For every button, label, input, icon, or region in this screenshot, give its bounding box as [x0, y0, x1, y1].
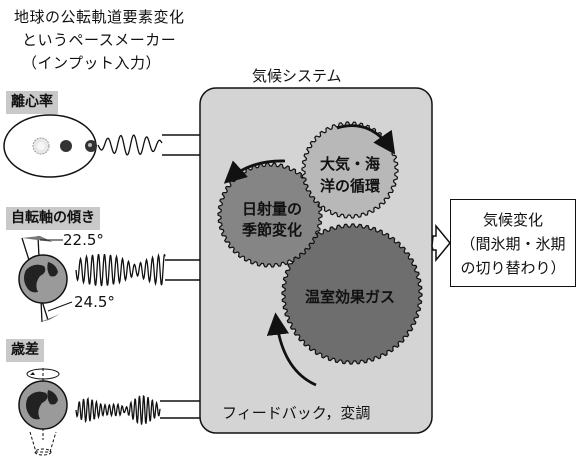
input-connector-obliquity	[165, 259, 200, 281]
rotation-arrow-circulation	[336, 124, 396, 155]
output-line-2: （間氷期・氷期	[460, 235, 566, 253]
gear-circulation-label-1: 大気・海	[319, 155, 380, 173]
precession-wave	[75, 394, 161, 425]
header-line-3: （インプット入力）	[22, 54, 162, 72]
output-box: 気候変化 （間氷期・氷期 の切り替わり）	[450, 199, 576, 287]
climate-system-title: 気候システム	[252, 67, 342, 85]
input-connector-precession	[160, 400, 200, 419]
rotation-arrow-insolation	[223, 159, 286, 184]
header-line-2: というペースメーカー	[22, 31, 177, 49]
precession-globe	[18, 368, 68, 456]
gear-greenhouse-label: 温室効果ガス	[304, 288, 395, 306]
output-line-1: 気候変化	[482, 211, 543, 229]
obliquity-angle-top: 22.5°	[63, 231, 104, 249]
input-tag-obliquity: 自転軸の傾き	[6, 207, 100, 230]
output-arrow	[431, 223, 451, 263]
rotation-arrow-greenhouse	[266, 312, 317, 387]
output-line-3: の切り替わり）	[460, 259, 566, 277]
header-line-1: 地球の公転軌道要素変化	[14, 8, 185, 26]
gear-insolation-label-1: 日射量の	[241, 200, 302, 218]
feedback-label: フィードバック，変調	[222, 404, 371, 422]
obliquity-angle-bottom: 24.5°	[74, 293, 115, 311]
orbit-ellipse-diagram	[3, 114, 97, 178]
obliquity-globe	[18, 235, 73, 323]
obliquity-wave	[75, 252, 166, 287]
gear-greenhouse	[281, 223, 423, 365]
eccentricity-wave	[97, 134, 163, 156]
gear-insolation	[217, 162, 323, 268]
input-tag-precession: 歳差	[6, 339, 44, 362]
gear-circulation-label-2: 洋の循環	[319, 177, 380, 195]
input-tag-eccentricity: 離心率	[6, 91, 58, 114]
input-connector-eccentricity	[162, 134, 200, 156]
gear-insolation-label-2: 季節変化	[241, 221, 302, 239]
